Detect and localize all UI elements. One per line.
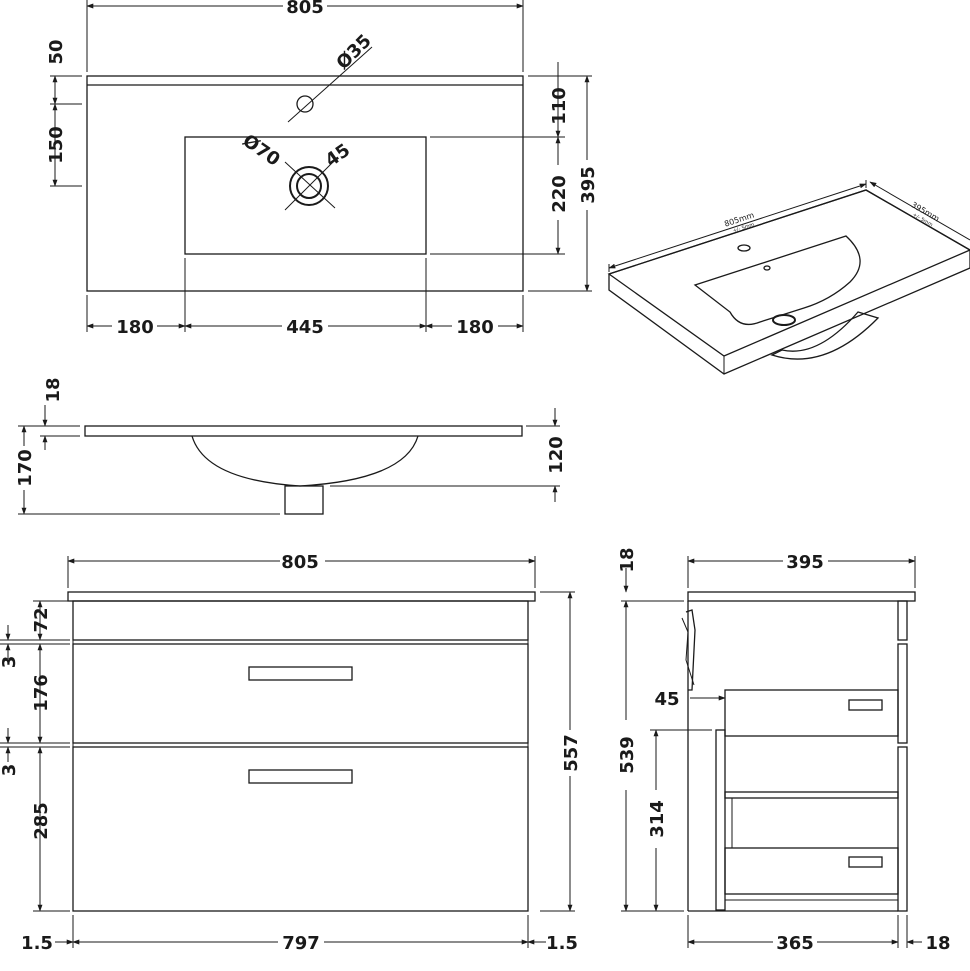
front-width-label: 805 [281,552,319,573]
side-lower-height-label: 314 [647,800,668,838]
drawer-inset-label: 45 [654,689,679,710]
basin-top-view: 805 50 150 Ø35 Ø70 45 110 220 395 180 44… [46,0,599,338]
front-basin-top [67,591,536,602]
profile-top-slab [84,425,523,437]
front-drawer-1 [72,643,529,744]
drawer-2-handle-icon [248,769,353,784]
profile-top-thickness-label: 18 [43,377,64,402]
front-top-rail [72,600,529,641]
side-drawer-1-box [724,689,899,737]
side-trap-curve [681,617,695,686]
left-margin-label: 180 [116,317,154,338]
side-front-rail [897,600,908,641]
left-edge-label: 1.5 [21,933,53,954]
side-drawer-1-handle-icon [848,699,883,711]
cabinet-front-view: 805 72 3 176 3 285 557 1.5 797 1.5 [0,552,582,954]
basin-top-offset-label: 110 [549,87,570,125]
basin-depth-label: 220 [549,175,570,213]
drawer-1-handle-icon [248,666,353,681]
basin-isometric-view: 805mm +/- 5mm 395mm +/- 5mm [607,180,970,375]
gap-1-label: 3 [0,656,20,669]
side-body-height-label: 539 [617,736,638,774]
front-height-label: 557 [561,734,582,772]
side-top-thickness-label: 18 [617,547,638,572]
side-overhang-label: 18 [925,933,950,954]
side-drawer-2-handle-icon [848,856,883,868]
cabinet-side-view: 18 395 45 539 314 365 18 [617,547,951,954]
tap-hole-leader [287,46,373,123]
body-width-label: 797 [282,933,320,954]
right-margin-label: 180 [456,317,494,338]
side-body-depth-label: 365 [776,933,814,954]
iso-bowl-underside [770,311,880,360]
side-basin-top [687,591,916,602]
gap-2-label: 3 [0,764,20,777]
top-tap-offset-label: 150 [46,126,67,164]
profile-bowl-depth-label: 120 [546,436,567,474]
top-width-label: 805 [286,0,324,18]
basin-outline [86,75,524,292]
top-lip-label: 50 [46,39,67,64]
waste-inner-icon [296,173,322,199]
bowl-outline [184,136,427,255]
iso-bowl [693,235,861,326]
side-drawer-2-rim [724,791,899,799]
iso-tap-hole-icon [737,244,751,252]
side-depth-label: 395 [786,552,824,573]
drawer-1-height-label: 176 [31,674,52,712]
front-drawer-2 [72,746,529,912]
iso-waste-icon [772,314,796,326]
profile-height-label: 170 [15,449,36,487]
waste-outer-icon [289,166,329,206]
basin-width-label: 445 [286,317,324,338]
side-front-drawer-1 [897,643,908,744]
side-drawer-2-box [724,847,899,895]
basin-side-profile: 18 170 120 [15,377,567,515]
profile-waste-pipe [284,485,324,515]
waste-offset-label: 45 [322,140,355,172]
side-drawer-runner [715,729,726,911]
overall-depth-label: 395 [578,166,599,204]
tap-hole-label: Ø35 [332,30,375,73]
profile-bowl-curve [191,435,419,487]
right-edge-label: 1.5 [546,933,578,954]
waste-leader-2 [284,161,336,209]
side-trap-pipe [685,609,696,691]
side-front-drawer-2 [897,746,908,912]
drawer-2-height-label: 285 [31,802,52,840]
iso-overflow-icon [763,265,771,271]
tap-hole-icon [296,95,314,113]
top-rail-label: 72 [31,607,52,632]
